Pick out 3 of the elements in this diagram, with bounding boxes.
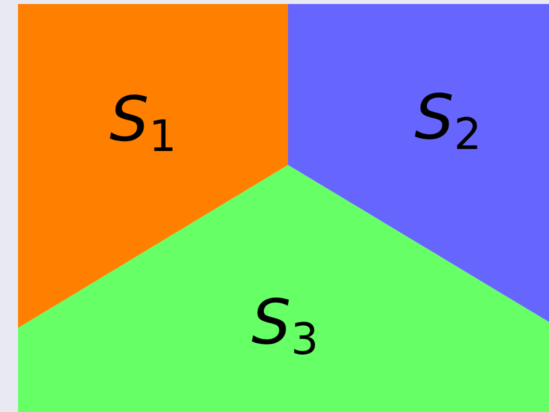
region-label: S$_{1}$ — [110, 88, 176, 160]
region-label: S$_{3}$ — [252, 291, 318, 363]
region-label: S$_{2}$ — [414, 86, 482, 158]
